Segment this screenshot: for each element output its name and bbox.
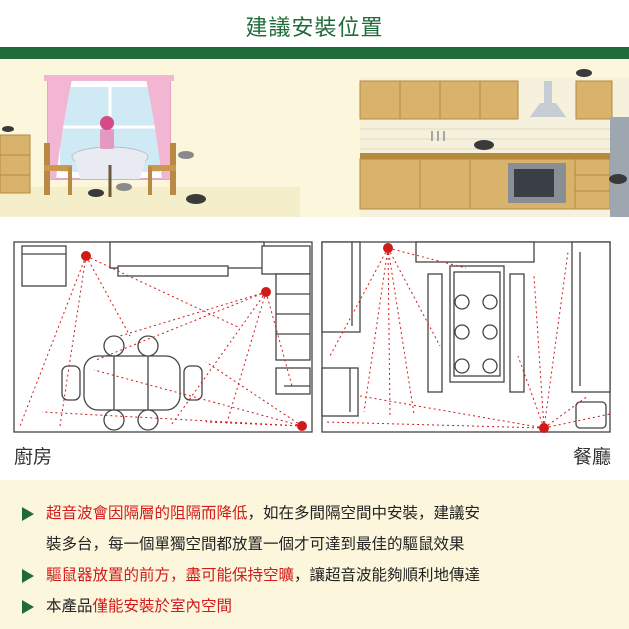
illustration-banner [0, 47, 629, 217]
kitchen-plan [13, 241, 313, 433]
note-prefix: 本產品 [46, 597, 93, 615]
kitchen-device-points [81, 251, 307, 431]
note-item: 本產品僅能安裝於室內空間 [20, 591, 609, 622]
device-point [383, 243, 393, 253]
note-highlight: 超音波會因隔層的阻隔而降低 [46, 504, 248, 522]
note-item: 超音波會因隔層的阻隔而降低，如在多間隔空間中安裝，建議安 [20, 498, 609, 529]
mice-left [2, 126, 206, 204]
note-item: 驅鼠器放置的前方，盡可能保持空曠，讓超音波能夠順利地傳達 [20, 560, 609, 591]
note-text: 裝多台，每一個單獨空間都放置一個才可達到最佳的驅鼠效果 [46, 535, 465, 553]
dining-set [44, 116, 176, 197]
kitchen-counter [359, 153, 611, 210]
device-point [81, 251, 91, 261]
dining-device-points [383, 243, 549, 433]
note-highlight: 僅能安裝於室內空間 [92, 597, 233, 615]
triangle-bullet-icon [22, 600, 34, 614]
room-illustration [0, 47, 629, 217]
note-highlight: 驅鼠器放置的前方，盡可能保持空曠 [46, 566, 295, 584]
dining-plan [321, 241, 611, 433]
floor-plans [0, 236, 629, 456]
fridge [610, 117, 629, 217]
triangle-bullet-icon [22, 507, 34, 521]
kitchen-label: 廚房 [14, 446, 53, 468]
note-text: ，讓超音波能夠順利地傳達 [294, 566, 481, 584]
notes-panel: 超音波會因隔層的阻隔而降低，如在多間隔空間中安裝，建議安 裝多台，每一個單獨空間… [0, 480, 629, 629]
triangle-bullet-icon [22, 569, 34, 583]
note-item-continued: 裝多台，每一個單獨空間都放置一個才可達到最佳的驅鼠效果 [20, 529, 609, 560]
note-text: ，如在多間隔空間中安裝，建議安 [247, 504, 481, 522]
page-title: 建議安裝位置 [245, 16, 384, 41]
device-point [261, 287, 271, 297]
mice-right [474, 69, 627, 184]
device-point [297, 421, 307, 431]
utensils [431, 131, 445, 141]
dining-label: 餐廳 [572, 446, 611, 468]
side-cabinet [0, 134, 31, 194]
dining-signal-lines [325, 247, 611, 429]
upper-cabinets [359, 80, 613, 120]
device-point [539, 423, 549, 433]
kitchen-signal-lines [19, 255, 303, 427]
floor-plan-diagram [13, 241, 611, 433]
